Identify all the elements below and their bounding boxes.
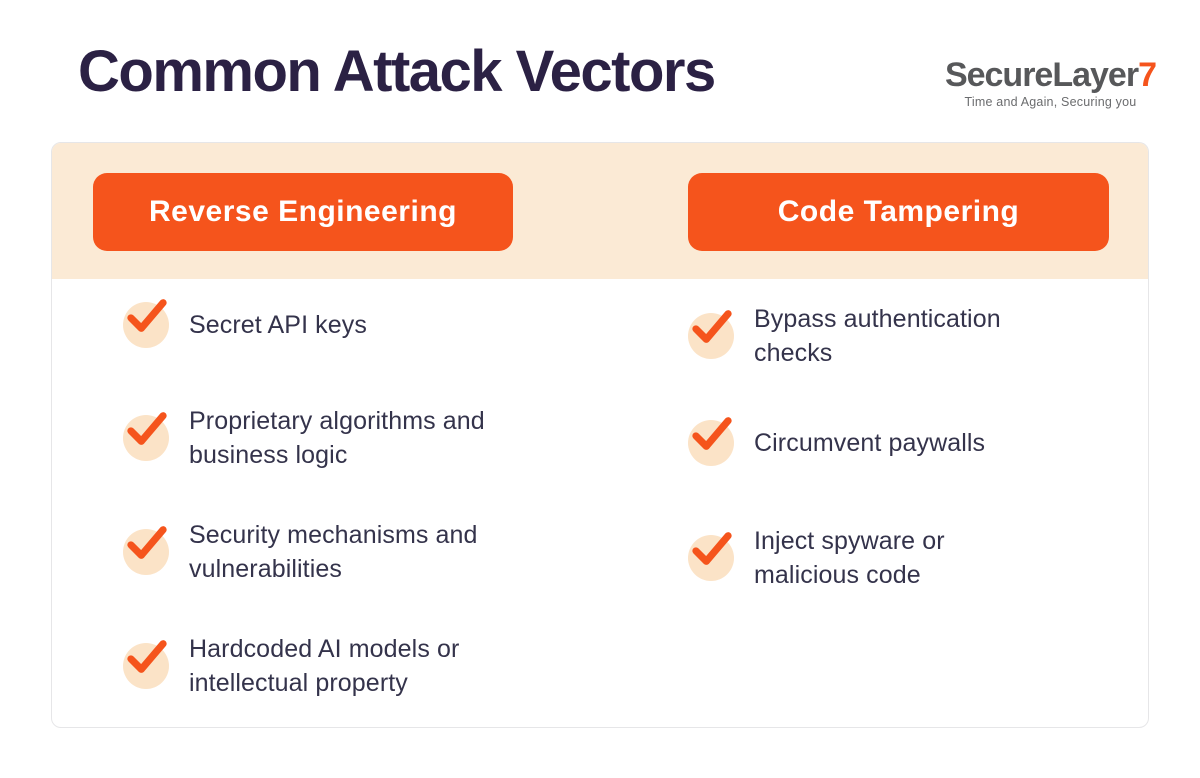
list-item: Secret API keys bbox=[123, 299, 593, 348]
list-item: Proprietary algorithms and business logi… bbox=[123, 404, 593, 472]
logo-brand-text: SecureLayer bbox=[944, 56, 1139, 94]
check-icon bbox=[123, 526, 169, 575]
list-item-text: Bypass authentication checks bbox=[754, 305, 1001, 367]
list-item: Circumvent paywalls bbox=[688, 417, 1108, 466]
brand-logo: SecureLayer7 Time and Again, Securing yo… bbox=[944, 56, 1157, 109]
list-item-text: Inject spyware or malicious code bbox=[754, 527, 945, 589]
logo-tagline: Time and Again, Securing you bbox=[964, 95, 1137, 109]
list-item: Bypass authentication checks bbox=[688, 302, 1108, 370]
content-panel: Reverse Engineering Code Tampering Secre… bbox=[51, 142, 1149, 728]
column-header-code-tampering: Code Tampering bbox=[688, 173, 1109, 251]
check-icon bbox=[123, 299, 169, 348]
header-band: Reverse Engineering Code Tampering bbox=[52, 143, 1148, 279]
logo-wordmark: SecureLayer7 bbox=[944, 56, 1157, 94]
list-item: Inject spyware or malicious code bbox=[688, 524, 1108, 592]
list-item-text: Hardcoded AI models or intellectual prop… bbox=[189, 635, 460, 697]
logo-seven-digit: 7 bbox=[1138, 56, 1157, 94]
list-item-text: Proprietary algorithms and business logi… bbox=[189, 407, 485, 469]
list-item: Hardcoded AI models or intellectual prop… bbox=[123, 632, 593, 700]
column-header-reverse-engineering: Reverse Engineering bbox=[93, 173, 513, 251]
list-item-text: Security mechanisms and vulnerabilities bbox=[189, 521, 478, 583]
list-item: Security mechanisms and vulnerabilities bbox=[123, 518, 593, 586]
check-icon bbox=[688, 417, 734, 466]
check-icon bbox=[688, 532, 734, 581]
page-header: Common Attack Vectors SecureLayer7 Time … bbox=[0, 0, 1200, 142]
check-icon bbox=[123, 640, 169, 689]
list-item-text: Circumvent paywalls bbox=[754, 429, 986, 457]
list-item-text: Secret API keys bbox=[189, 311, 367, 339]
check-icon bbox=[688, 310, 734, 359]
page-title: Common Attack Vectors bbox=[78, 39, 716, 104]
check-icon bbox=[123, 412, 169, 461]
